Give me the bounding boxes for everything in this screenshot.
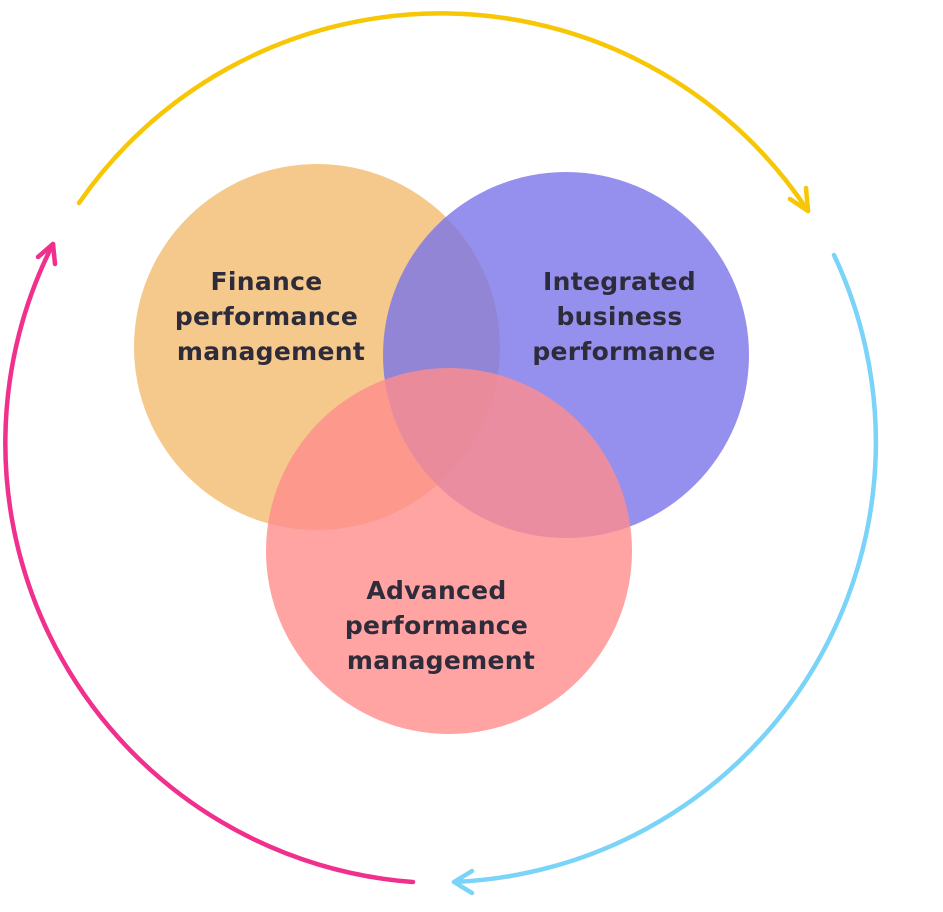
advanced-label-line: performance xyxy=(345,611,528,640)
advanced-circle xyxy=(266,368,632,734)
advanced-label: Advanced performance management xyxy=(345,576,537,675)
integrated-label-line: Integrated xyxy=(543,267,696,296)
right-cycle-arrow xyxy=(451,252,879,885)
top-arrowhead-icon xyxy=(787,185,811,214)
left-arrowhead-icon xyxy=(35,241,58,267)
cycle-arrows xyxy=(3,11,879,896)
integrated-label: Integrated business performance xyxy=(532,267,715,366)
advanced-label-line: Advanced xyxy=(366,576,506,605)
top-cycle-arrow xyxy=(76,11,811,214)
advanced-label-line: management xyxy=(347,646,535,675)
integrated-label-line: performance xyxy=(532,337,715,366)
left-cycle-arrow xyxy=(3,241,416,885)
venn-labels: Finance performance management Integrate… xyxy=(175,267,716,675)
integrated-label-line: business xyxy=(556,302,682,331)
finance-label-line: Finance xyxy=(210,267,322,296)
finance-label: Finance performance management xyxy=(175,267,367,366)
finance-label-line: performance xyxy=(175,302,358,331)
right-arrowhead-icon xyxy=(451,868,475,896)
venn-circles xyxy=(134,164,749,734)
finance-label-line: management xyxy=(177,337,365,366)
